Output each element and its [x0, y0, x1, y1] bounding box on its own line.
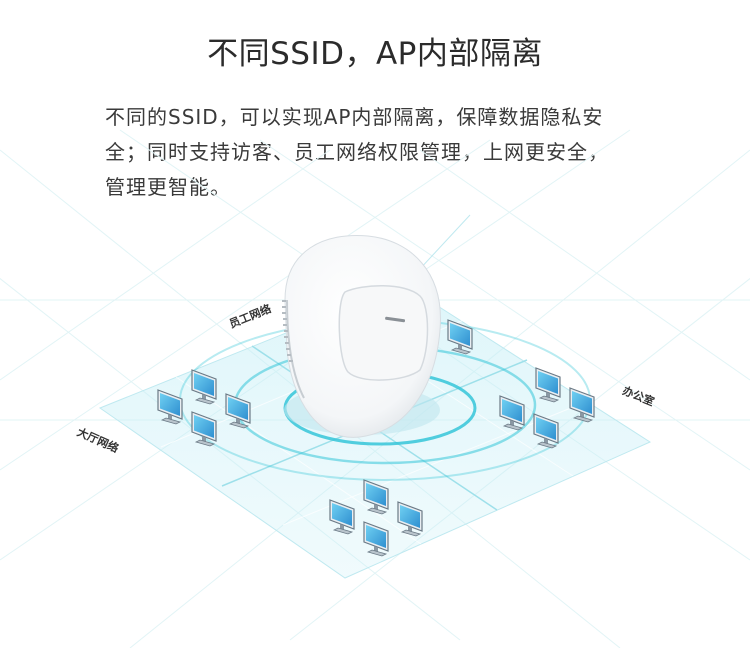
description-line-2: 全；同时支持访客、员工网络权限管理，上网更安全，: [105, 140, 609, 164]
description-line-1: 不同的SSID，可以实现AP内部隔离，保障数据隐私安: [105, 105, 604, 129]
feature-description: 不同的SSID，可以实现AP内部隔离，保障数据隐私安 全；同时支持访客、员工网络…: [105, 100, 665, 205]
page-title: 不同SSID，AP内部隔离: [207, 36, 543, 72]
description-line-3: 管理更智能。: [105, 175, 231, 199]
access-point-icon: [282, 234, 441, 438]
